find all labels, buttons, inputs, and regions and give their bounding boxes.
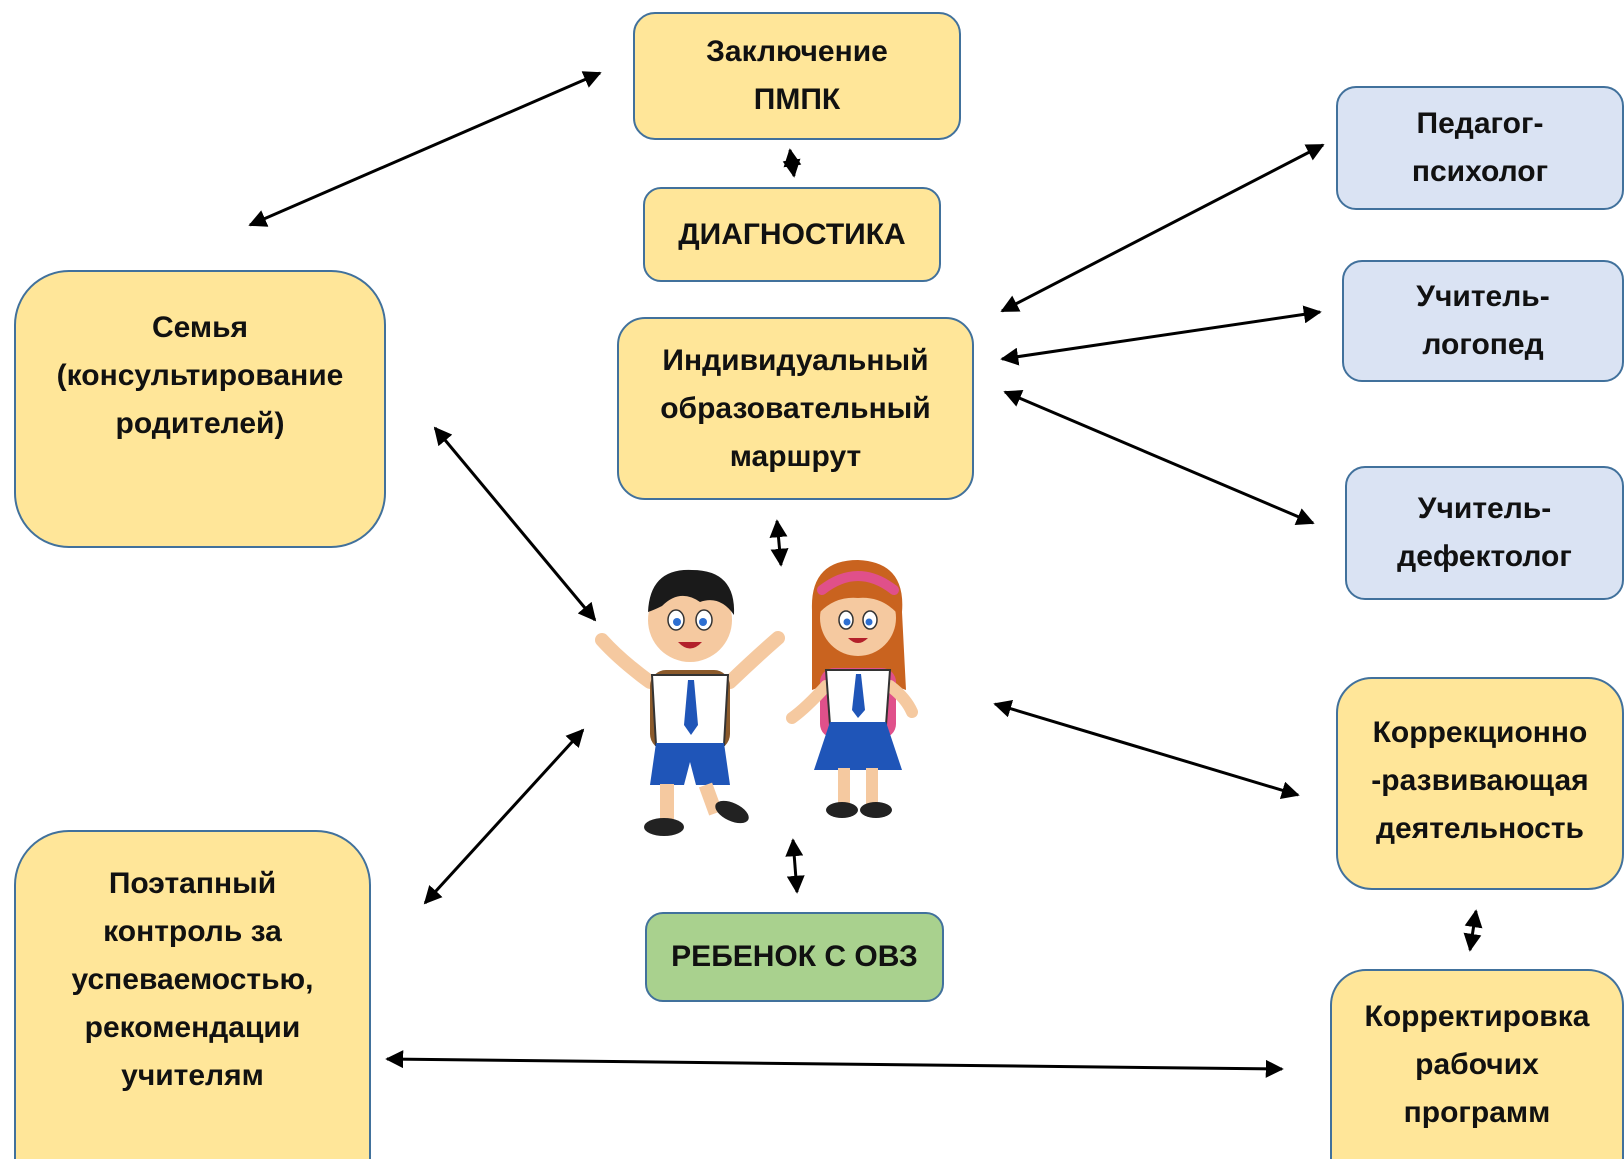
- correction-activity-label: Коррекционно -развивающая деятельность: [1371, 716, 1589, 845]
- speech-therapist-label: Учитель- логопед: [1416, 280, 1550, 361]
- psychologist-label: Педагог- психолог: [1411, 107, 1549, 188]
- child-with-disabilities-box: РЕБЕНОК С ОВЗ: [645, 912, 944, 1002]
- psychologist-box: Педагог- психолог: [1336, 86, 1624, 210]
- arrow-children-correction: [993, 700, 1300, 799]
- speech-therapist-box: Учитель- логопед: [1342, 260, 1624, 382]
- schoolchildren-illustration: [595, 560, 918, 836]
- individual-route-label: Индивидуальный образовательный маршрут: [660, 343, 931, 473]
- pmpk-conclusion-label: Заключение ПМПК: [706, 35, 888, 116]
- pmpk-conclusion-box: Заключение ПМПК: [633, 12, 961, 140]
- child-with-disabilities-label: РЕБЕНОК С ОВЗ: [671, 940, 918, 973]
- correction-activity-box: Коррекционно -развивающая деятельность: [1336, 677, 1624, 890]
- arrow-control-programs: [385, 1050, 1284, 1078]
- arrow-route-defect: [1003, 390, 1315, 525]
- stage-control-label: Поэтапный контроль за успеваемостью, рек…: [71, 867, 314, 1092]
- defectologist-label: Учитель- дефектолог: [1397, 492, 1572, 573]
- arrow-correction-programs: [1463, 909, 1483, 952]
- family-label: Семья (консультирование родителей): [56, 311, 344, 440]
- arrow-family-children: [433, 426, 597, 622]
- individual-route-box: Индивидуальный образовательный маршрут: [617, 317, 974, 500]
- boy-figure: [595, 569, 785, 836]
- program-adjustment-box: Корректировка рабочих программ: [1330, 969, 1624, 1159]
- diagnostics-box: ДИАГНОСТИКА: [643, 187, 941, 282]
- girl-figure: [786, 560, 918, 818]
- stage-control-box: Поэтапный контроль за успеваемостью, рек…: [14, 830, 371, 1159]
- arrow-route-psychologist: [1000, 143, 1325, 313]
- diagnostics-label: ДИАГНОСТИКА: [678, 217, 906, 251]
- arrow-control-children: [423, 728, 585, 905]
- arrow-family-pmpk: [248, 71, 602, 227]
- arrow-route-speech: [1000, 305, 1322, 366]
- family-box: Семья (консультирование родителей): [14, 270, 386, 548]
- arrow-children-child: [785, 838, 805, 894]
- defectologist-box: Учитель- дефектолог: [1345, 466, 1624, 600]
- arrow-pmpk-diagnostics: [782, 148, 802, 178]
- program-adjustment-label: Корректировка рабочих программ: [1364, 1000, 1590, 1129]
- arrow-route-children: [769, 519, 789, 567]
